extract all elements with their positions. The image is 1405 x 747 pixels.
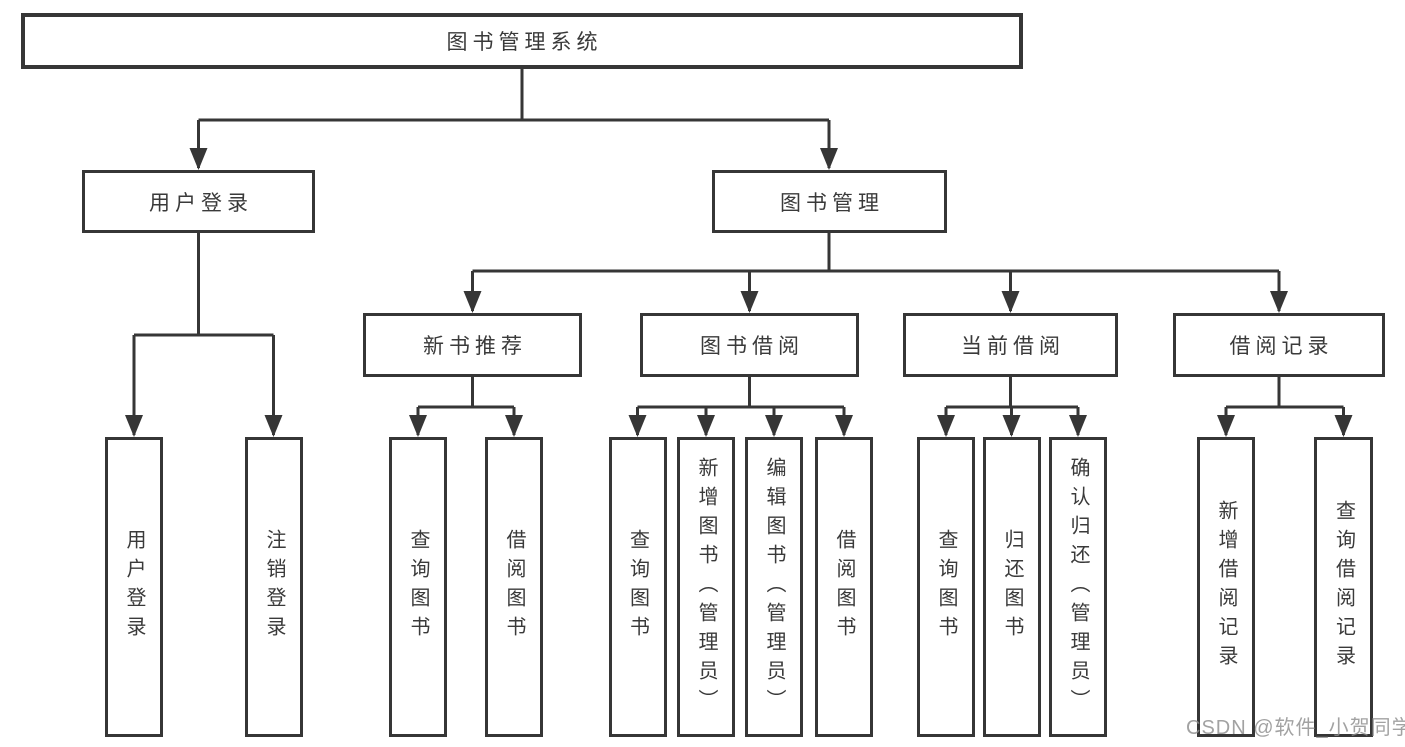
leaf-add-books-admin-label: 新增图书（管理员） <box>695 456 717 718</box>
leaf-recommend-borrow-books-label: 借阅图书 <box>503 529 525 645</box>
node-borrowing-records: 借阅记录 <box>1173 313 1385 377</box>
leaf-add-borrow-record: 新增借阅记录 <box>1197 437 1255 737</box>
leaf-recommend-query-books: 查询图书 <box>389 437 447 737</box>
node-root: 图书管理系统 <box>21 13 1023 69</box>
arrowheads <box>125 148 1353 437</box>
leaf-user-login: 用户登录 <box>105 437 163 737</box>
node-borrowing-records-label: 借阅记录 <box>1229 335 1334 358</box>
leaf-query-borrow-record-label: 查询借阅记录 <box>1332 500 1355 674</box>
node-book-borrowing-label: 图书借阅 <box>700 335 804 358</box>
node-user-login: 用户登录 <box>82 170 315 233</box>
node-book-management-label: 图书管理 <box>780 191 884 215</box>
leaf-borrowing-borrow-books-label: 借阅图书 <box>833 529 855 645</box>
leaf-current-query-books-label: 查询图书 <box>935 529 957 645</box>
leaf-confirm-return-admin: 确认归还（管理员） <box>1049 437 1107 737</box>
leaf-borrowing-query-books: 查询图书 <box>608 437 667 737</box>
leaf-confirm-return-admin-label: 确认归还（管理员） <box>1067 456 1089 718</box>
leaf-borrowing-query-books-label: 查询图书 <box>626 529 649 645</box>
node-book-borrowing: 图书借阅 <box>640 313 859 377</box>
leaf-current-query-books: 查询图书 <box>917 437 975 737</box>
node-current-borrowing-label: 当前借阅 <box>961 335 1065 358</box>
leaf-borrowing-borrow-books: 借阅图书 <box>815 437 873 737</box>
leaf-return-books: 归还图书 <box>983 437 1041 737</box>
leaf-logout-label: 注销登录 <box>263 529 285 645</box>
leaf-add-books-admin: 新增图书（管理员） <box>677 437 735 737</box>
node-book-management: 图书管理 <box>712 170 947 233</box>
leaf-edit-books-admin-label: 编辑图书（管理员） <box>763 456 785 718</box>
leaf-edit-books-admin: 编辑图书（管理员） <box>745 437 803 737</box>
leaf-query-borrow-record: 查询借阅记录 <box>1314 437 1373 737</box>
leaf-return-books-label: 归还图书 <box>1001 529 1023 645</box>
node-root-label: 图书管理系统 <box>446 31 603 54</box>
csdn-watermark: CSDN @软件_小贺同学 <box>1186 717 1405 739</box>
leaf-user-login-label: 用户登录 <box>123 529 145 645</box>
leaf-recommend-borrow-books: 借阅图书 <box>485 437 543 737</box>
leaf-add-borrow-record-label: 新增借阅记录 <box>1215 500 1237 674</box>
leaf-recommend-query-books-label: 查询图书 <box>407 529 429 645</box>
node-new-book-recommend-label: 新书推荐 <box>423 335 527 358</box>
leaf-logout: 注销登录 <box>245 437 303 737</box>
node-user-login-label: 用户登录 <box>149 191 253 215</box>
node-current-borrowing: 当前借阅 <box>903 313 1118 377</box>
node-new-book-recommend: 新书推荐 <box>363 313 582 377</box>
